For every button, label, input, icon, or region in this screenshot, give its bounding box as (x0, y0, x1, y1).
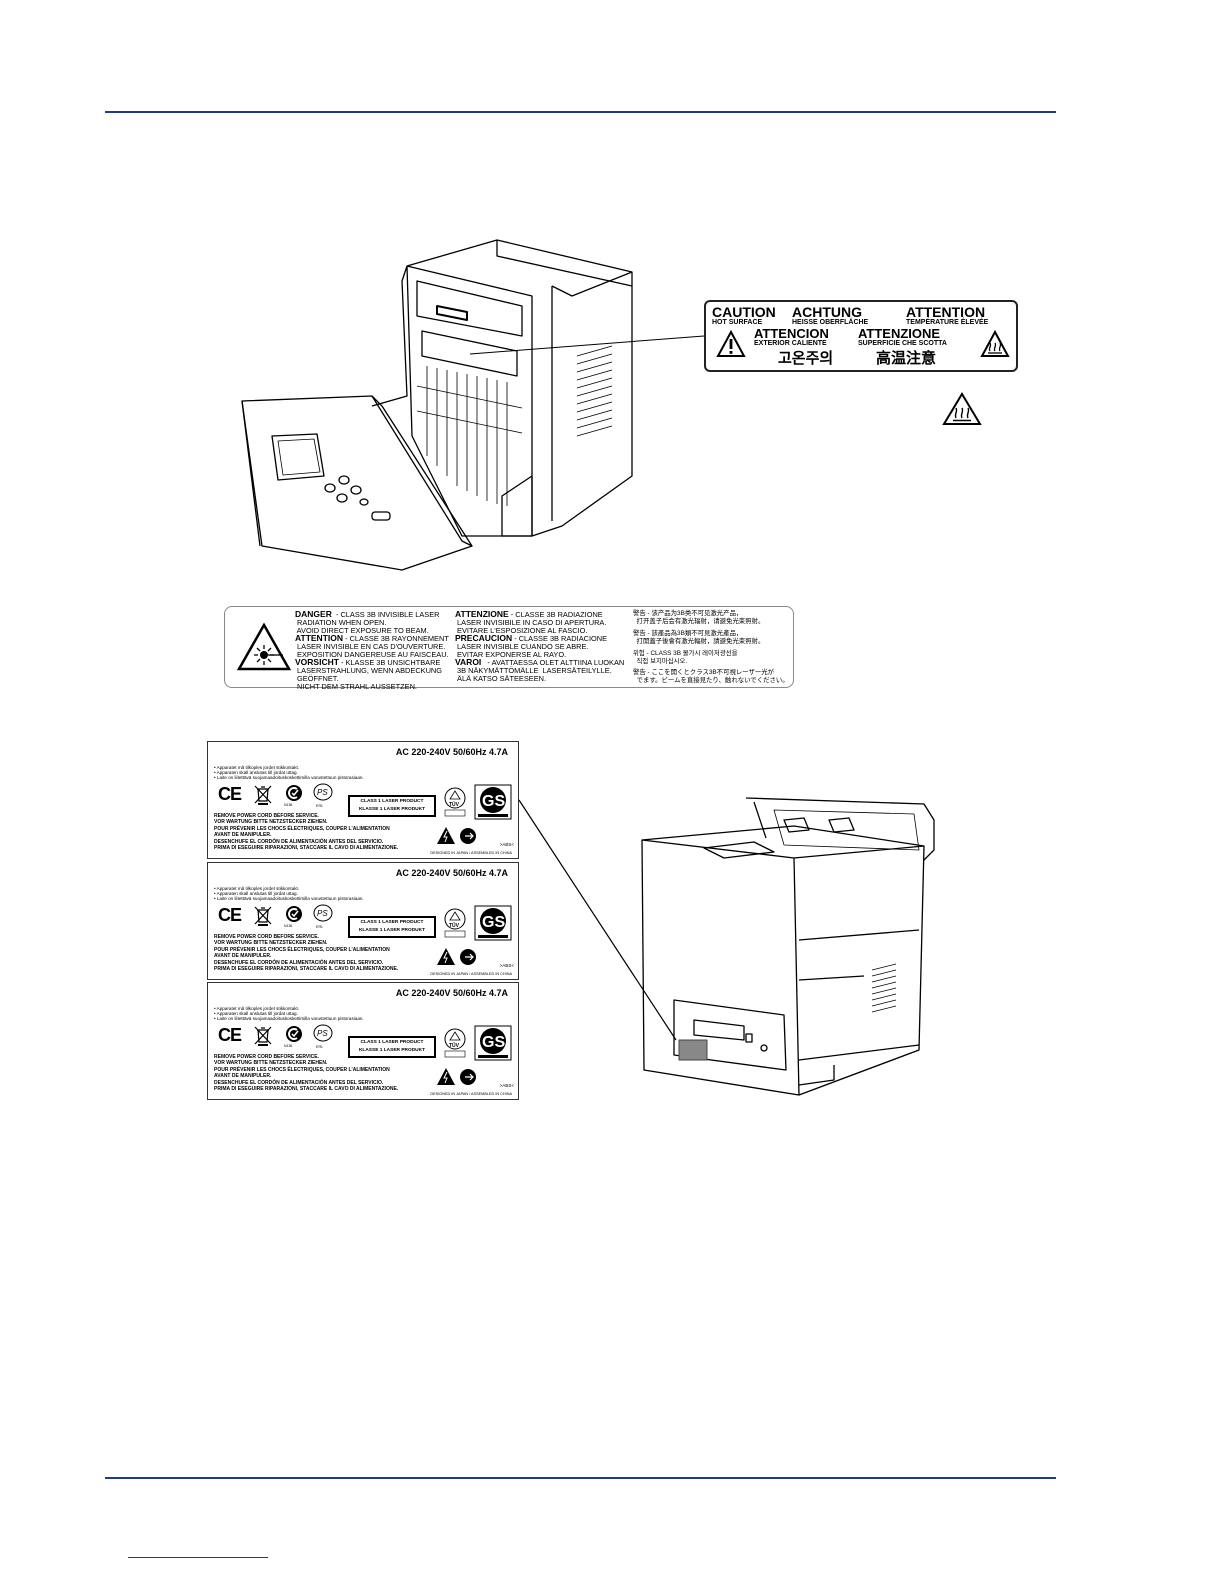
laser-de: VORSICHT - KLASSE 3B UNSICHTBARE LASERST… (295, 657, 443, 691)
printer-rear-illustration (641, 797, 935, 1096)
gs-mark-icon: GS (474, 905, 512, 941)
footer-link-underline (128, 1557, 268, 1558)
laser-en: DANGER - CLASS 3B INVISIBLE LASER RADIAT… (295, 609, 440, 635)
laser-ko: 위험 - CLASS 3B 몰가시 레이저광선을 직접 보지마십시오. (633, 650, 738, 665)
weee-bin-icon (254, 1026, 272, 1046)
weee-bin-icon (254, 785, 272, 805)
laser-es: PRECAUCION - CLASSE 3B RADIACIONE LASER … (455, 633, 608, 659)
footer-rule (105, 1477, 1056, 1479)
laser-it: ATTENZIONE - CLASSE 3B RADIAZIONE LASER … (455, 609, 607, 635)
svg-text:TÜV: TÜV (449, 801, 460, 808)
gs-mark-icon: GS (474, 1025, 512, 1061)
rating-label: AC 220-240V 50/60Hz 4.7A • Apparatet må … (207, 741, 519, 859)
svg-text:GS: GS (482, 1034, 505, 1051)
rating-label: AC 220-240V 50/60Hz 4.7A • Apparatet må … (207, 982, 519, 1100)
laser-warning-label: DANGER - CLASS 3B INVISIBLE LASER RADIAT… (224, 606, 794, 691)
hot-surface-caution-label: CAUTION ACHTUNG ATTENTION HOT SURFACE HE… (704, 300, 1018, 372)
header-rule (105, 111, 1056, 113)
tuv-mark-icon: TÜV (444, 787, 466, 817)
printer-front-open-illustration (241, 239, 633, 571)
tuv-mark-icon: TÜV (444, 908, 466, 938)
class1-laser-box: CLASS 1 LASER PRODUCT KLASSE 1 LASER PRO… (348, 795, 436, 817)
laser-ja: 警告 - ここを開くとクラス3B不可視レーザー光が でます。ビームを直接見たり、… (633, 669, 789, 684)
shock-hazard-icon (437, 948, 476, 965)
laser-radiation-icon (237, 623, 291, 671)
svg-text:PS: PS (317, 788, 328, 797)
laser-fr: ATTENTION - CLASSE 3B RAYONNEMENT LASER … (295, 633, 449, 659)
c-tick-icon (286, 1026, 302, 1042)
svg-text:TÜV: TÜV (449, 1042, 460, 1049)
svg-text:TÜV: TÜV (449, 922, 460, 929)
warning-triangle-icon (716, 330, 746, 357)
gs-mark-icon: GS (474, 784, 512, 820)
ce-mark-icon: CE (218, 784, 242, 804)
voltage-rating: AC 220-240V 50/60Hz 4.7A (395, 868, 508, 878)
laser-zh-t: 警告 - 該產品為3B類不可見激光產品， 打開蓋子後會有激光輻射，請避免光束照射… (633, 630, 765, 645)
pse-mark-icon: PS (313, 783, 333, 801)
ce-mark-icon: CE (218, 905, 242, 925)
svg-text:PS: PS (317, 909, 328, 918)
voltage-rating: AC 220-240V 50/60Hz 4.7A (395, 747, 508, 757)
c-tick-icon (286, 906, 302, 922)
laser-fi: VAROI - AVATTAESSA OLET ALTTIINA LUOKAN … (455, 657, 625, 683)
laser-zh-s: 警告 - 该产品为3B类不可见激光产品， 打开盖子后会有激光辐射，请避免光束照射… (633, 610, 765, 625)
hot-surface-icon (980, 330, 1010, 357)
weee-bin-icon (254, 906, 272, 926)
class1-laser-box: CLASS 1 LASER PRODUCT KLASSE 1 LASER PRO… (348, 916, 436, 938)
ce-mark-icon: CE (218, 1025, 242, 1045)
svg-text:PS: PS (317, 1029, 328, 1038)
svg-text:GS: GS (482, 793, 505, 810)
shock-hazard-icon (437, 1068, 476, 1085)
shock-hazard-icon (437, 827, 476, 844)
hot-surface-symbol-icon (942, 392, 982, 425)
c-tick-icon (286, 785, 302, 801)
tuv-mark-icon: TÜV (444, 1028, 466, 1058)
pse-mark-icon: PS (313, 1024, 333, 1042)
voltage-rating: AC 220-240V 50/60Hz 4.7A (395, 988, 508, 998)
pse-mark-icon: PS (313, 904, 333, 922)
svg-text:GS: GS (482, 914, 505, 931)
rating-label: AC 220-240V 50/60Hz 4.7A • Apparatet må … (207, 862, 519, 980)
class1-laser-box: CLASS 1 LASER PRODUCT KLASSE 1 LASER PRO… (348, 1036, 436, 1058)
